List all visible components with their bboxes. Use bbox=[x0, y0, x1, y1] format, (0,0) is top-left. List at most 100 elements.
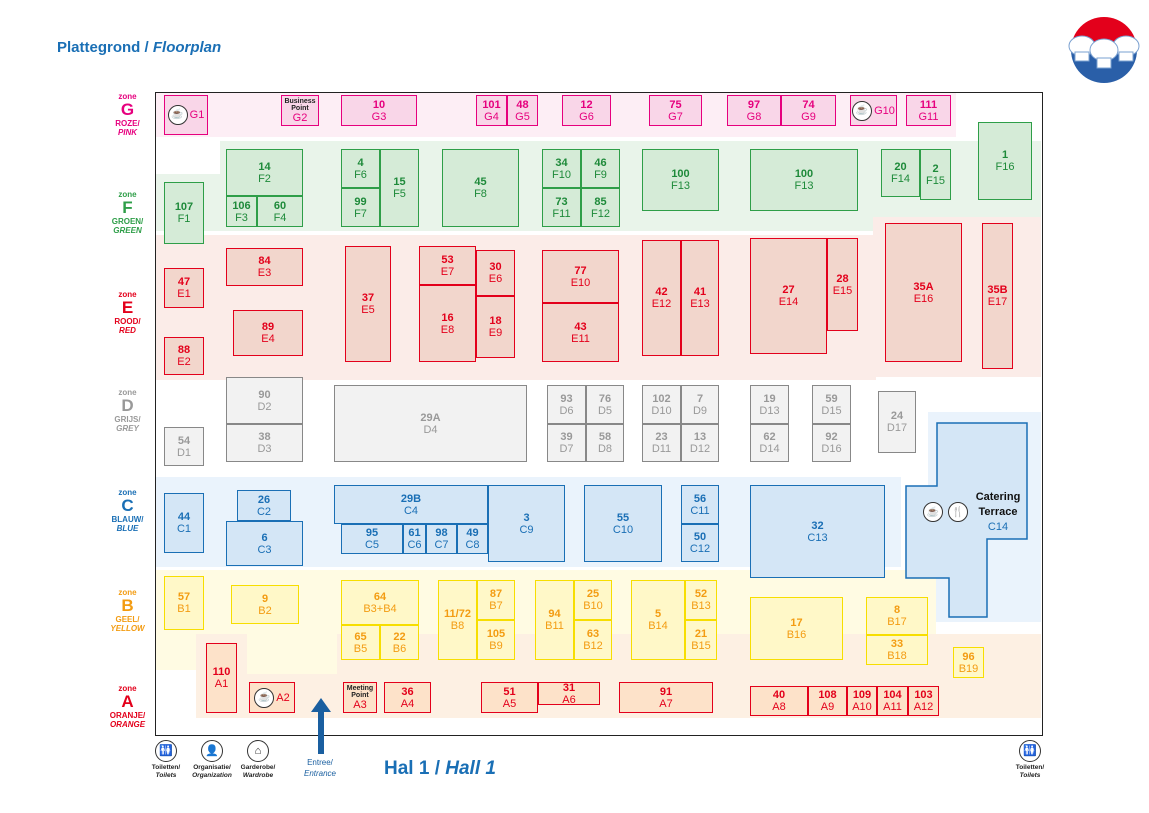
booth-g1[interactable]: ☕G1 bbox=[164, 95, 208, 135]
booth-g10[interactable]: ☕G10 bbox=[850, 95, 897, 126]
booth-a2[interactable]: ☕A2 bbox=[249, 682, 295, 713]
